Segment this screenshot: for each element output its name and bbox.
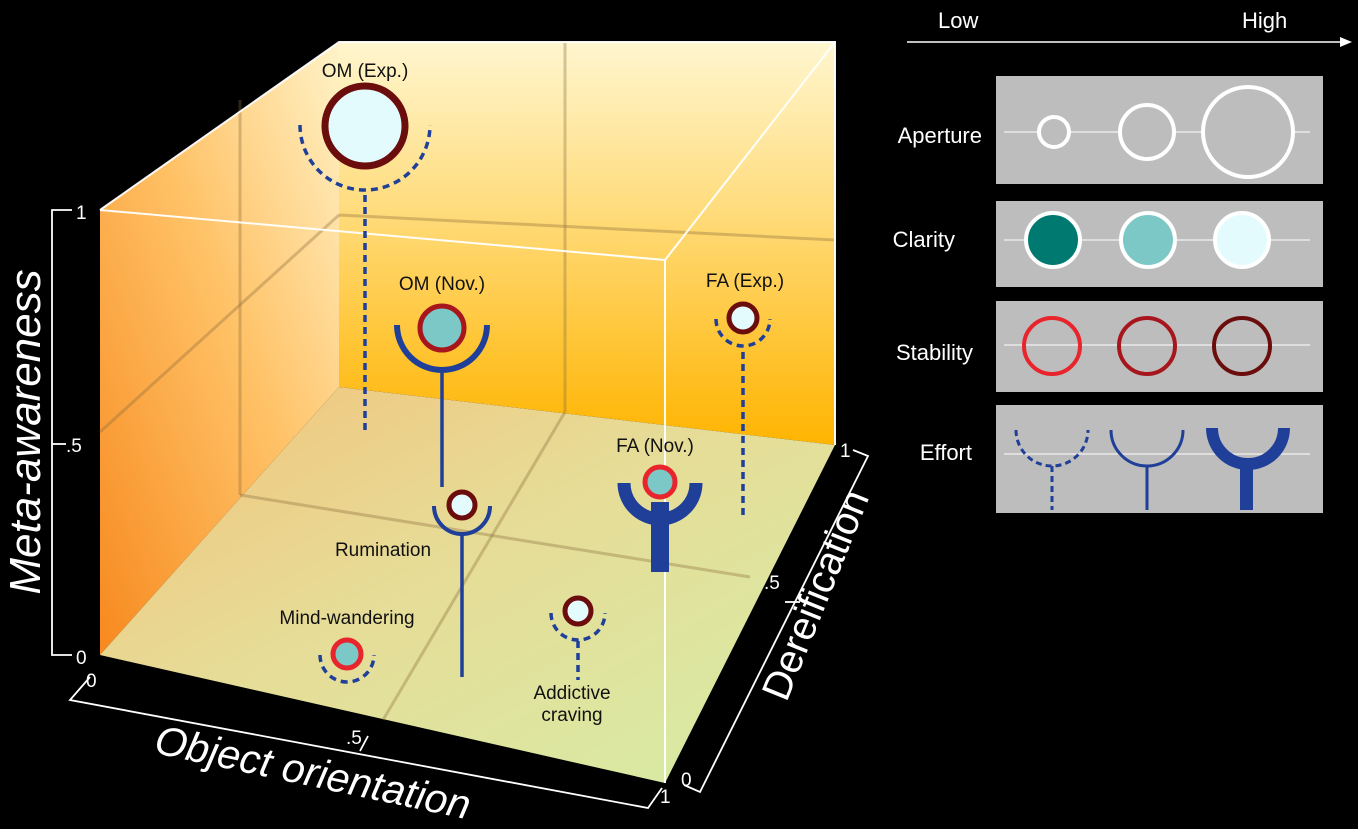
dereification-tick-0: 0: [681, 770, 692, 791]
state-label-fa-exp: FA (Exp.): [706, 271, 784, 292]
legend-panel-stability: [996, 301, 1323, 392]
object-orientation-tick-1: 1: [660, 787, 671, 808]
object-orientation-tick-0: 0: [86, 671, 97, 692]
state-om-nov: OM (Nov.): [394, 274, 490, 487]
meta-awareness-label: Meta-awareness: [1, 269, 50, 594]
dereification-tick-05: .5: [764, 573, 780, 594]
legend-row-label-effort: Effort: [920, 440, 972, 465]
cube: [98, 41, 836, 783]
object-orientation-label: Object orientation: [151, 716, 475, 828]
grid-lines: [98, 42, 836, 721]
state-fa-nov: FA (Nov.): [616, 436, 703, 572]
state-label-rumination: Rumination: [335, 540, 431, 561]
legend-row-label-clarity: Clarity: [893, 227, 955, 252]
arrow-head-icon: [1340, 37, 1352, 47]
state-label-fa-nov: FA (Nov.): [616, 436, 694, 457]
legend-row-label-stability: Stability: [896, 340, 973, 365]
left-wall: [100, 42, 339, 655]
state-label-om-nov: OM (Nov.): [399, 274, 485, 295]
back-wall: [339, 42, 835, 445]
legend-low-label: Low: [938, 8, 978, 33]
dereification-axis: [683, 449, 870, 794]
legend-row-label-aperture: Aperture: [898, 123, 982, 148]
state-mind-wandering: Mind-wandering: [279, 608, 415, 684]
meta-awareness-tick-05: .5: [66, 436, 82, 457]
legend: Low High Aperture Clarity Stability Effo…: [893, 8, 1352, 513]
meta-awareness-axis: [51, 209, 72, 656]
meta-awareness-tick-0: 0: [76, 648, 87, 669]
state-om-exp: OM (Exp.): [298, 61, 432, 430]
state-fa-exp: FA (Exp.): [706, 271, 784, 518]
object-orientation-axis: [68, 676, 663, 809]
state-label-om-exp: OM (Exp.): [322, 61, 409, 82]
meta-awareness-tick-1: 1: [76, 203, 87, 224]
state-rumination: Rumination: [335, 489, 492, 677]
state-label-mind-wandering: Mind-wandering: [279, 608, 414, 629]
legend-high-label: High: [1242, 8, 1287, 33]
dereification-tick-1: 1: [840, 441, 851, 462]
object-orientation-tick-05: .5: [346, 728, 362, 749]
